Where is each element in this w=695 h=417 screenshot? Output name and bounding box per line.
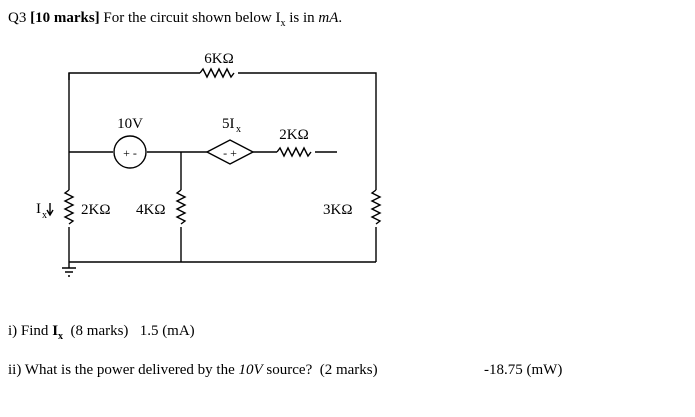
ground-icon (62, 267, 76, 277)
dependent-source-diamond (205, 139, 255, 165)
part-ii-suffix: source? (262, 362, 313, 378)
question-marks: [10 marks] (30, 10, 100, 26)
label-r-center: 4KΩ (136, 202, 165, 218)
part-ii-var: 10V (238, 362, 263, 378)
label-source-v: 10V (117, 116, 143, 132)
part-i-answer: 1.5 (mA) (139, 323, 195, 339)
resistor-4k-zigzag (175, 189, 187, 225)
part-ii-answer: -18.75 (mW) (484, 362, 563, 378)
wire-top-right (238, 72, 377, 190)
dep-source-polarity: - + (223, 146, 237, 160)
label-r-left: 2KΩ (81, 202, 110, 218)
question-number: Q3 (8, 10, 27, 26)
label-dep-source: 5I (222, 116, 235, 132)
label-r-right: 3KΩ (323, 202, 352, 218)
resistor-3k-zigzag (370, 189, 382, 225)
label-dep-source-sub: x (236, 124, 241, 135)
question-title: Q3 [10 marks] For the circuit shown belo… (8, 10, 342, 29)
part-i-var-sub: x (58, 331, 64, 342)
resistor-2k-left-zigzag (63, 189, 75, 225)
part-ii-prefix: ii) What is the power delivered by the (8, 362, 239, 378)
label-r-mid: 2KΩ (279, 127, 308, 143)
current-arrow-icon (46, 203, 54, 217)
part-ii: ii) What is the power delivered by the 1… (8, 362, 378, 379)
resistor-2k-mid-zigzag (276, 146, 312, 158)
question-text-before: For the circuit shown below I (99, 10, 281, 26)
part-i-var: I (52, 323, 59, 339)
label-r-top: 6KΩ (204, 51, 233, 67)
source-v-polarity: + - (123, 146, 137, 160)
part-i-marks: (8 marks) (70, 323, 129, 339)
resistor-6k-zigzag (199, 67, 235, 79)
label-current-sub: x (42, 210, 47, 221)
question-text-after: is in (285, 10, 319, 26)
question-unit: mA (318, 10, 339, 26)
part-ii-marks: (2 marks) (319, 362, 378, 378)
part-i-prefix: i) Find (8, 323, 53, 339)
question-period: . (338, 10, 343, 26)
question-sub: x (280, 18, 286, 29)
part-i: i) Find Ix (8 marks) 1.5 (mA) (8, 323, 195, 342)
voltage-source-10v (113, 135, 147, 169)
label-current: I (36, 201, 41, 217)
wire-top (68, 72, 200, 80)
